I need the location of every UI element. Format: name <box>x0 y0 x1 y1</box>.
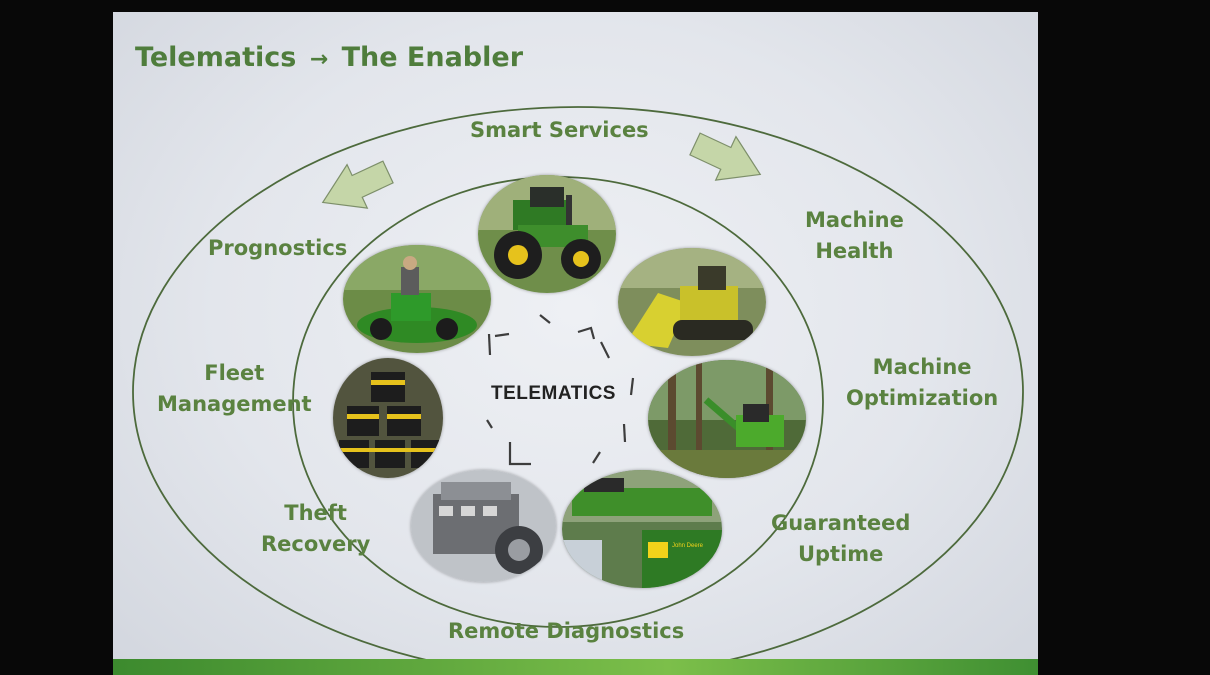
slide-footer-bar <box>113 659 1038 675</box>
title-arrow: → <box>309 47 329 72</box>
crawler-photo <box>618 248 766 356</box>
forestry-icon <box>648 360 806 478</box>
remote-diagnostics-text: Remote Diagnostics <box>448 619 685 643</box>
guaranteed-uptime-line1: Guaranteed <box>771 511 911 535</box>
brand-photo: John Deere <box>562 470 722 588</box>
fleet-management-line1: Fleet <box>204 361 265 385</box>
engine-photo <box>411 470 556 582</box>
machine-optimization-line2: Optimization <box>846 386 999 410</box>
machine-health-line2: Health <box>815 239 894 263</box>
theft-recovery-line1: Theft <box>284 501 347 525</box>
smart-services-text: Smart Services <box>470 118 649 142</box>
presentation-slide: Telematics → The Enabler Smar <box>113 12 1038 675</box>
crawler-icon <box>618 248 766 356</box>
label-remote-diagnostics: Remote Diagnostics <box>448 616 684 647</box>
theft-recovery-line2: Recovery <box>261 532 371 556</box>
label-fleet-management: Fleet Management <box>157 358 312 420</box>
machine-health-line1: Machine <box>805 208 904 232</box>
brand-graphic <box>562 470 722 588</box>
brand-text: John Deere <box>672 543 704 549</box>
tractor-photo <box>478 175 616 293</box>
label-prognostics: Prognostics <box>208 233 347 264</box>
forestry-photo <box>648 360 806 478</box>
batteries-photo <box>333 358 443 478</box>
slide-title: Telematics → The Enabler <box>135 42 523 73</box>
tractor-icon <box>478 175 616 293</box>
fleet-management-line2: Management <box>157 392 312 416</box>
title-right: The Enabler <box>341 42 524 73</box>
label-smart-services: Smart Services <box>470 115 649 146</box>
battery-icon <box>333 358 443 478</box>
title-left: Telematics <box>135 42 297 73</box>
connector-dashes <box>486 314 635 466</box>
left-arrow-icon <box>321 160 394 209</box>
prognostics-text: Prognostics <box>208 236 348 260</box>
center-label: TELEMATICS <box>491 383 616 404</box>
outer-ring <box>132 106 1024 675</box>
label-guaranteed-uptime: Guaranteed Uptime <box>771 508 910 570</box>
label-theft-recovery: Theft Recovery <box>261 498 370 560</box>
label-machine-optimization: Machine Optimization <box>846 352 998 414</box>
guaranteed-uptime-line2: Uptime <box>797 542 884 566</box>
machine-optimization-line1: Machine <box>872 355 972 379</box>
label-machine-health: Machine Health <box>805 205 904 267</box>
deere-logo-icon <box>648 542 668 558</box>
mower-photo <box>343 245 491 353</box>
mower-icon <box>343 245 491 353</box>
engine-icon <box>411 470 556 582</box>
diagram-lines <box>132 106 1024 675</box>
right-arrow-icon <box>689 132 762 181</box>
